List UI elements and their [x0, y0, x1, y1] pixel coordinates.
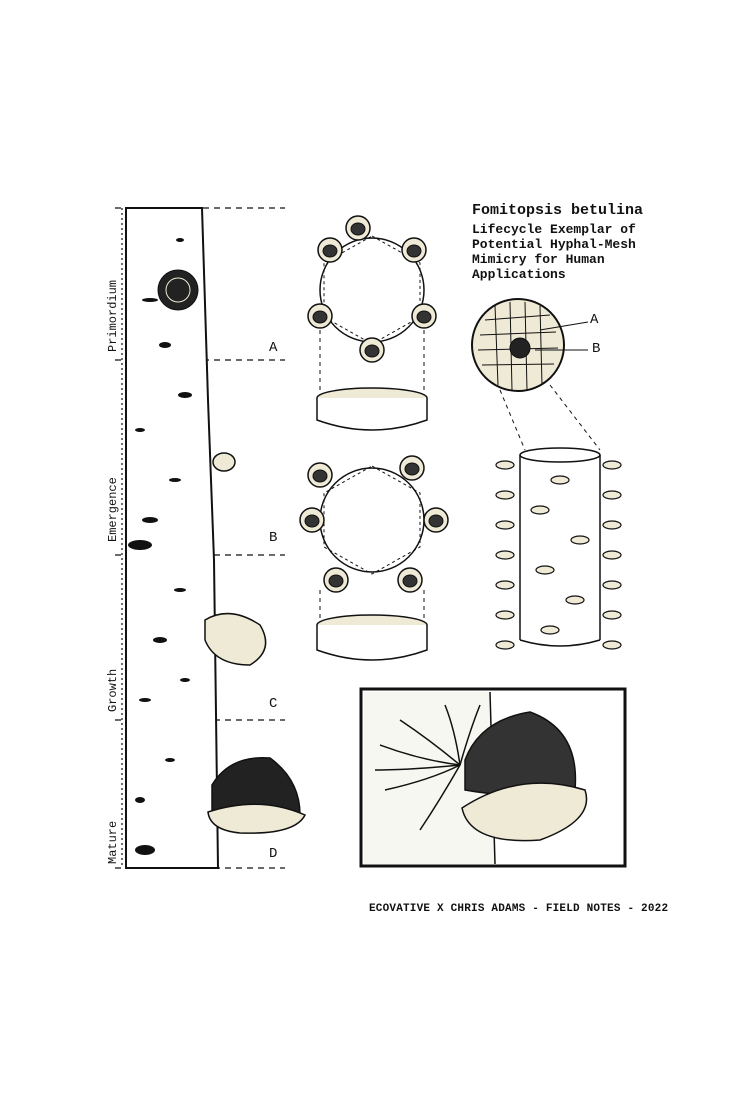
birch-trunk — [125, 207, 307, 869]
footer-credit: ECOVATIVE X CHRIS ADAMS - FIELD NOTES - … — [369, 903, 669, 915]
stage-dividers — [115, 207, 285, 869]
stage-letter-c: C — [269, 696, 278, 712]
stage-label-mature: Mature — [106, 820, 120, 864]
subtitle-line-2: Potential Hyphal-Mesh — [472, 237, 636, 252]
subtitle-line-3: Mimicry for Human — [472, 252, 605, 267]
detail-label-b: B — [592, 341, 601, 357]
stage-label-emergence: Emergence — [106, 477, 120, 542]
detail-label-a: A — [590, 312, 599, 328]
hex-diagram-bottom — [299, 455, 449, 661]
hex-diagram-top — [307, 215, 437, 431]
stage-letter-b: B — [269, 530, 278, 546]
species-title: Fomitopsis betulina — [472, 202, 644, 219]
stage-label-growth: Growth — [106, 668, 120, 712]
hyphae-inset — [359, 687, 627, 868]
stage-letter-d: D — [269, 846, 278, 862]
stage-letter-a: A — [269, 340, 278, 356]
stage-label-primordium: Primordium — [106, 279, 120, 352]
subtitle-line-4: Applications — [472, 267, 566, 282]
mesh-detail — [471, 298, 622, 650]
subtitle-line-1: Lifecycle Exemplar of — [472, 222, 636, 237]
